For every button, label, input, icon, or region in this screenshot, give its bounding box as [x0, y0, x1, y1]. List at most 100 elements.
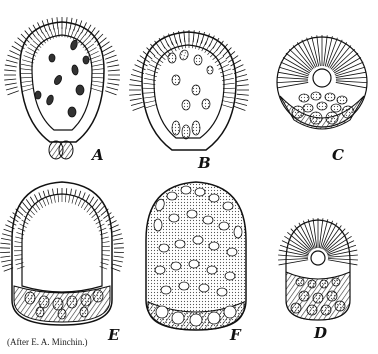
- cell-nucleus: [154, 219, 162, 231]
- cilium: [112, 264, 122, 267]
- cell-nucleus: [223, 202, 233, 210]
- cell-nucleus: [39, 296, 49, 308]
- cell-nucleus: [168, 53, 176, 63]
- cell-nucleus: [342, 106, 354, 118]
- cell-nucleus: [227, 248, 237, 256]
- cilium: [104, 50, 115, 55]
- cell-nucleus: [58, 309, 66, 319]
- cell-nucleus: [171, 262, 181, 270]
- cilium: [9, 50, 20, 55]
- cell-wall-line: [223, 93, 235, 94]
- cell-wall-line: [144, 101, 156, 104]
- cilium: [131, 102, 143, 105]
- radiating-cilium: [336, 81, 367, 83]
- radiating-cilium: [328, 260, 358, 265]
- cilium: [236, 80, 248, 82]
- cell-wall-line: [90, 60, 101, 63]
- cell-nucleus: [172, 75, 180, 85]
- cell-wall-line: [223, 97, 235, 99]
- cilium: [235, 102, 247, 105]
- cilium: [236, 98, 248, 100]
- radiating-cilium: [277, 77, 308, 79]
- cell-wall-line: [92, 69, 104, 70]
- cilium: [92, 199, 98, 207]
- cell-nucleus: [187, 210, 197, 218]
- cilium: [6, 60, 18, 63]
- cell-wall-line: [20, 77, 32, 78]
- radiating-cilium: [328, 258, 358, 259]
- panel-b: B: [129, 30, 249, 172]
- cilium: [112, 234, 122, 237]
- cilium: [1, 238, 11, 240]
- cell-nucleus: [234, 226, 242, 238]
- cilium: [107, 83, 119, 85]
- radiating-cilium: [319, 218, 323, 248]
- cell-nucleus: [156, 306, 168, 318]
- cilium: [1, 260, 11, 262]
- cell-wall-line: [92, 81, 104, 83]
- cilium: [237, 85, 249, 86]
- cell-nucleus: [332, 278, 340, 286]
- cilium: [113, 260, 123, 262]
- cell-nucleus: [320, 280, 328, 288]
- panel-d-label: D: [313, 324, 327, 342]
- cell-nucleus: [307, 305, 317, 315]
- cilium: [0, 243, 10, 244]
- radiating-cilium: [320, 219, 327, 248]
- cilium: [7, 55, 18, 59]
- cilium: [102, 46, 112, 52]
- cilium: [130, 98, 142, 100]
- cell-nucleus: [310, 112, 322, 124]
- cilium: [105, 91, 116, 95]
- cell-nucleus: [167, 192, 177, 200]
- cilium: [4, 79, 16, 80]
- cell-nucleus: [331, 104, 341, 112]
- cell-nucleus: [209, 242, 219, 250]
- cell-nucleus: [296, 278, 304, 286]
- cilium: [95, 202, 101, 210]
- cell-nucleus: [155, 266, 165, 274]
- cell-wall-line: [146, 104, 157, 107]
- cell-wall-line: [92, 77, 104, 78]
- cilium: [130, 80, 142, 82]
- cilium: [7, 221, 16, 226]
- cell-nucleus: [208, 312, 220, 324]
- cell-nucleus: [179, 282, 189, 290]
- cell-nucleus: [217, 288, 227, 296]
- cilium: [131, 74, 143, 77]
- cell-wall-line: [90, 88, 101, 91]
- cilium: [237, 94, 249, 95]
- cell-nucleus: [159, 244, 169, 252]
- radiating-cilium: [279, 260, 309, 265]
- cell-nucleus: [76, 85, 84, 95]
- cell-nucleus: [311, 92, 321, 100]
- cell-nucleus: [207, 66, 213, 74]
- radiating-cilium: [277, 81, 308, 83]
- cilium: [234, 106, 245, 110]
- cell-nucleus: [219, 222, 229, 230]
- cilium: [107, 65, 119, 67]
- cilium: [113, 238, 123, 240]
- radiating-cilium: [278, 82, 309, 87]
- panel-c: C: [277, 35, 367, 164]
- cilium: [98, 205, 105, 212]
- cell-wall-line: [102, 246, 110, 247]
- cell-nucleus: [67, 296, 77, 308]
- cell-nucleus: [321, 305, 331, 315]
- panel-a: A: [4, 17, 120, 164]
- cell-nucleus: [317, 102, 327, 110]
- cell-nucleus: [203, 216, 213, 224]
- cell-wall-line: [144, 97, 156, 99]
- cell-wall-line: [21, 81, 33, 83]
- cilium: [12, 46, 22, 52]
- cilium: [6, 87, 18, 90]
- panel-e-label: E: [107, 326, 120, 344]
- cell-wall-line: [102, 255, 110, 256]
- figure-credit: (After E. A. Minchin.): [7, 337, 87, 347]
- cilium: [114, 256, 124, 257]
- panel-d: D: [278, 218, 358, 342]
- radiating-cilium: [313, 218, 317, 248]
- cell-wall-line: [14, 255, 22, 256]
- cilium: [129, 85, 141, 86]
